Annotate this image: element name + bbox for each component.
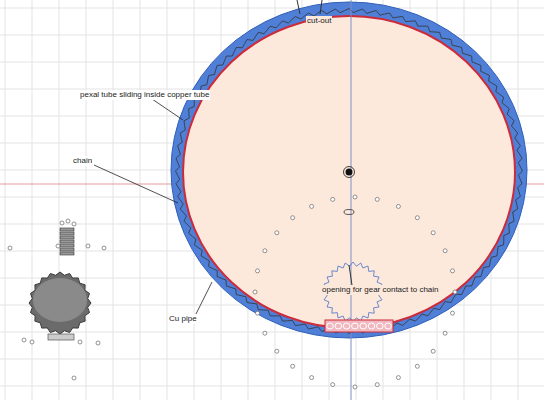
gear-face	[33, 278, 87, 322]
gear-body	[29, 272, 91, 334]
callout-label: Cu pipe	[168, 314, 198, 324]
sketch-point	[415, 364, 419, 368]
cut-out-mark	[297, 0, 300, 14]
sketch-point	[256, 269, 260, 273]
sketch-point	[22, 338, 26, 342]
sketch-point	[56, 244, 60, 248]
callout-label: cut-out	[306, 16, 332, 26]
chain-link	[360, 323, 367, 329]
spare-gear	[29, 272, 91, 340]
sketch-points	[8, 219, 106, 380]
chain-link	[352, 323, 359, 329]
sketch-point	[375, 197, 379, 201]
sketch-point	[72, 222, 76, 226]
sketch-point	[275, 349, 279, 353]
dotted-circle	[253, 195, 457, 389]
grid-line	[0, 332, 544, 333]
sketch-point	[102, 246, 106, 250]
grid-line	[113, 0, 114, 400]
chain-link	[60, 248, 74, 251]
sketch-point	[353, 385, 357, 389]
chain-line	[176, 9, 523, 334]
grid-line	[86, 0, 87, 400]
sketch-point	[291, 364, 295, 368]
sketch-point	[396, 376, 400, 380]
chain-link	[377, 323, 384, 329]
chain-link	[343, 323, 350, 329]
chain-links	[327, 323, 392, 329]
sketch-point	[263, 249, 267, 253]
chain-link	[60, 244, 74, 247]
chain-link	[60, 252, 74, 255]
sketch-point	[431, 349, 435, 353]
cu-pipe	[171, 2, 527, 338]
sketch-point	[331, 197, 335, 201]
grid-line	[140, 0, 141, 400]
chain-link	[60, 232, 74, 235]
callout-label: opening for gear contact to chain	[321, 285, 440, 295]
sketch-point	[443, 249, 447, 253]
sketch-point	[415, 216, 419, 220]
chain-link	[385, 323, 392, 329]
leader-line	[196, 282, 212, 314]
sketch-point	[66, 219, 70, 223]
sketch-point	[431, 231, 435, 235]
sketch-point	[86, 244, 90, 248]
center-point	[344, 167, 355, 178]
chain-link	[60, 228, 74, 231]
grid-line	[0, 386, 544, 387]
callout-label: chain	[72, 156, 93, 166]
sketch-point	[72, 376, 76, 380]
sketch-point	[256, 311, 260, 315]
sketch-point	[453, 290, 457, 294]
sketch-point	[450, 269, 454, 273]
callout-label: pexal tube sliding inside copper tube	[79, 90, 210, 100]
cut-out-mark	[320, 0, 322, 14]
center-point	[346, 169, 353, 176]
leader-line	[152, 99, 183, 120]
sketch-point	[353, 195, 357, 199]
grid-line	[5, 0, 6, 400]
sketch-point	[310, 376, 314, 380]
sketch-point	[8, 246, 12, 250]
chain-link	[60, 240, 74, 243]
sketch-point	[275, 231, 279, 235]
sketch-point	[60, 221, 64, 225]
pexal-tube	[183, 16, 515, 328]
sketch-point	[310, 204, 314, 208]
sketch-point	[253, 290, 257, 294]
axis-line	[351, 0, 352, 400]
sketch-point	[96, 341, 100, 345]
gear-shaft	[48, 334, 74, 340]
grid-line	[167, 0, 168, 400]
sketch-point	[443, 331, 447, 335]
sketch-point	[78, 340, 82, 344]
sketch-point	[291, 216, 295, 220]
chain-link	[327, 323, 334, 329]
sketch-point	[263, 331, 267, 335]
sketch-point	[396, 204, 400, 208]
grid-line	[0, 8, 544, 9]
pivot-mark	[344, 210, 354, 215]
gear-opening	[325, 320, 393, 332]
grid-line	[0, 359, 544, 360]
chain-link	[368, 323, 375, 329]
chain-link	[60, 236, 74, 239]
leader-line	[94, 165, 178, 203]
spare-chain	[60, 228, 74, 255]
sketch-point	[450, 311, 454, 315]
sketch-point	[331, 383, 335, 387]
sketch-point	[375, 383, 379, 387]
sketch-point	[30, 340, 34, 344]
chain-link	[335, 323, 342, 329]
